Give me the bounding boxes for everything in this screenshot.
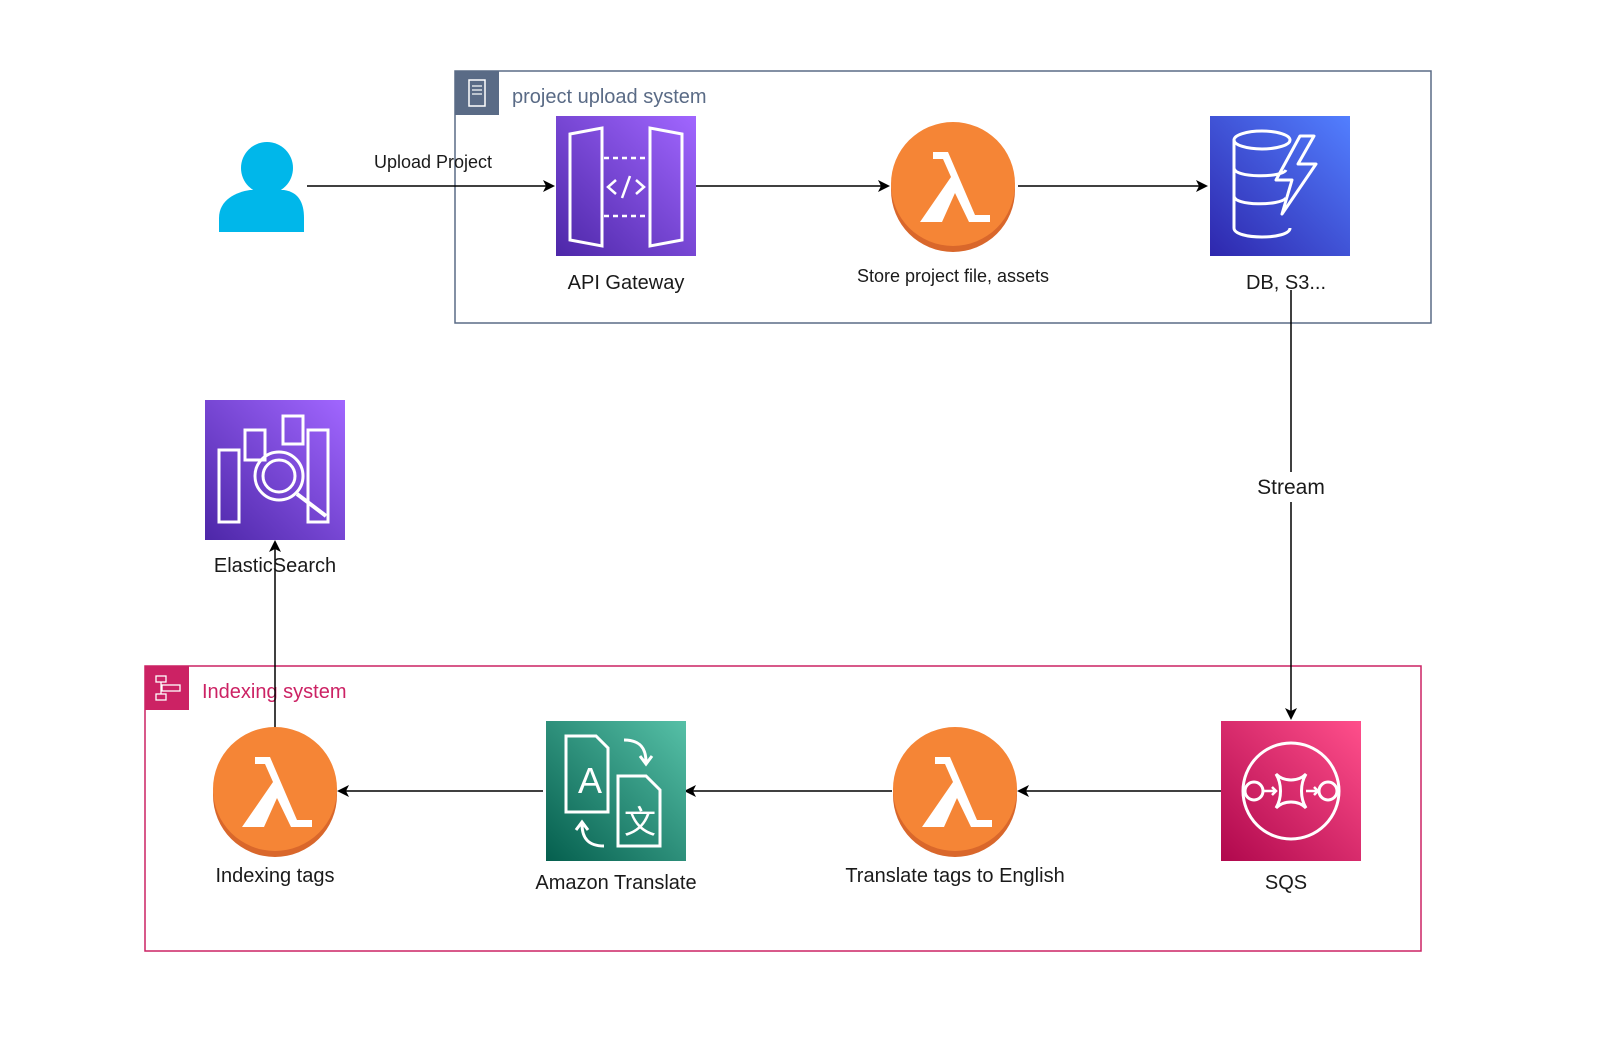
edges [269, 180, 1297, 797]
amazon-translate-icon: A 文 [546, 721, 686, 861]
label-indexing-lambda: Indexing tags [216, 865, 335, 887]
svg-text:文: 文 [624, 804, 656, 840]
api-gateway-icon [556, 116, 696, 256]
group-project-upload-system: project upload system [454, 70, 1432, 324]
elasticsearch-icon [205, 400, 345, 540]
label-amazon-translate: Amazon Translate [535, 872, 696, 894]
group-title-upload: project upload system [512, 86, 707, 108]
label-api-gateway: API Gateway [568, 272, 685, 294]
edge-label-stream: Stream [1257, 476, 1325, 499]
step-functions-group-icon [145, 666, 189, 710]
lambda-icon [893, 727, 1017, 857]
server-group-icon [455, 71, 499, 115]
user-icon [219, 142, 304, 232]
lambda-icon [213, 727, 337, 857]
label-store-lambda: Store project file, assets [857, 266, 1049, 286]
sqs-icon [1221, 721, 1361, 861]
svg-text:A: A [578, 760, 602, 801]
label-translate-lambda: Translate tags to English [845, 865, 1064, 887]
group-indexing-system: Indexing system [144, 665, 1422, 952]
label-sqs: SQS [1265, 872, 1307, 894]
label-elasticsearch: ElasticSearch [214, 555, 336, 577]
edge-label-upload-project: Upload Project [374, 152, 492, 172]
lambda-icon [891, 122, 1015, 252]
dynamodb-icon [1210, 116, 1350, 256]
label-db: DB, S3... [1246, 272, 1326, 294]
